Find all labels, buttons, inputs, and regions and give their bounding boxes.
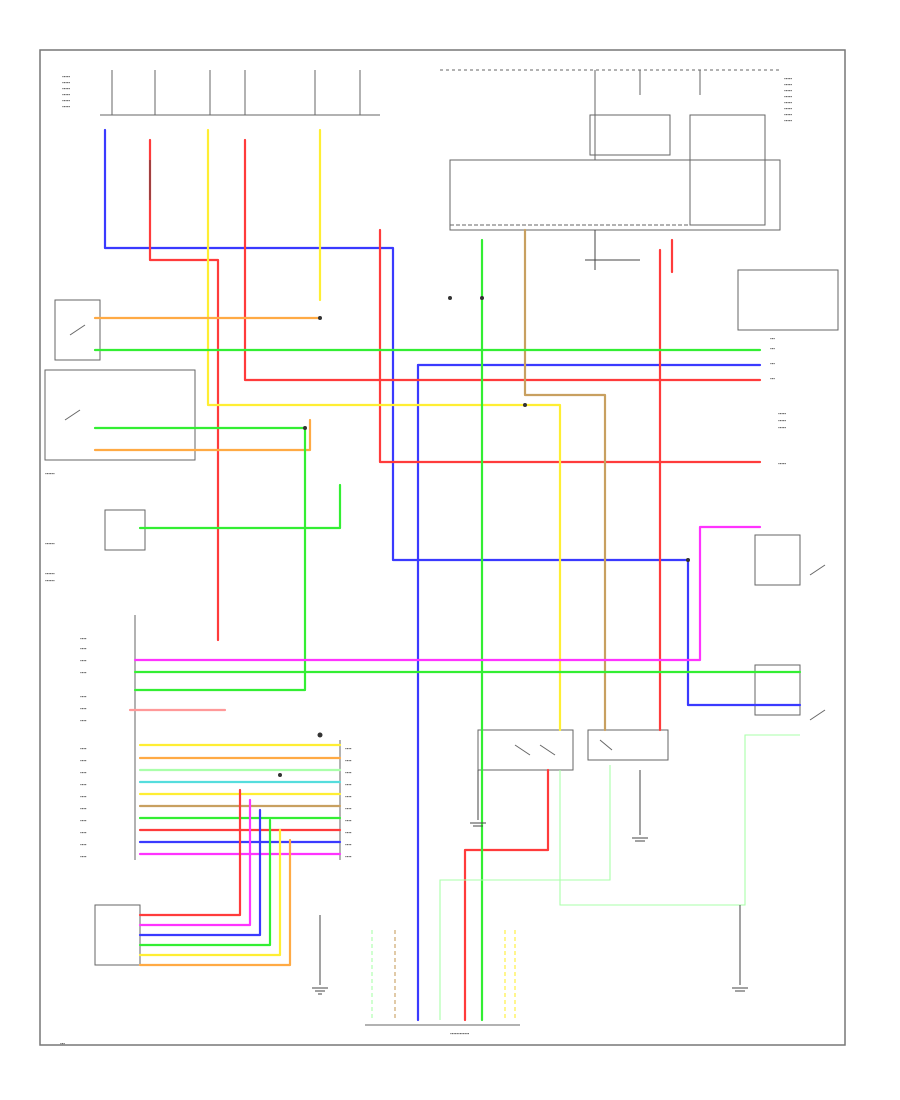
wire-tan-1 — [523, 228, 607, 732]
svg-text:▪▪▪▪▪▪: ▪▪▪▪▪▪ — [45, 471, 55, 476]
svg-text:▪▪▪▪▪: ▪▪▪▪▪ — [778, 411, 786, 416]
svg-text:▪▪▪▪▪: ▪▪▪▪▪ — [62, 74, 70, 79]
svg-text:▪▪▪▪▪: ▪▪▪▪▪ — [784, 100, 792, 105]
svg-text:▪▪▪▪: ▪▪▪▪ — [345, 806, 352, 811]
svg-text:▪▪▪▪▪: ▪▪▪▪▪ — [62, 86, 70, 91]
svg-text:▪▪▪▪: ▪▪▪▪ — [80, 636, 87, 641]
svg-text:▪▪▪▪▪▪: ▪▪▪▪▪▪ — [45, 541, 55, 546]
bottom-connector — [365, 930, 520, 1026]
svg-text:▪▪▪▪: ▪▪▪▪ — [80, 746, 87, 751]
ground-wires — [149, 160, 741, 985]
svg-text:▪▪▪▪: ▪▪▪▪ — [345, 782, 352, 787]
svg-text:▪▪▪▪: ▪▪▪▪ — [80, 830, 87, 835]
wire-lightgreen-2 — [559, 734, 800, 906]
svg-text:▪▪▪▪▪: ▪▪▪▪▪ — [784, 82, 792, 87]
svg-text:▪▪▪▪▪: ▪▪▪▪▪ — [784, 88, 792, 93]
diagram-frame — [39, 49, 846, 1046]
wire-green-2 — [93, 426, 307, 692]
svg-text:▪▪▪▪: ▪▪▪▪ — [80, 770, 87, 775]
wire-red-3 — [378, 228, 762, 464]
svg-text:▪▪▪▪▪: ▪▪▪▪▪ — [784, 118, 792, 123]
svg-text:▪▪▪▪▪▪: ▪▪▪▪▪▪ — [45, 578, 55, 583]
lower-left-bundle — [138, 788, 292, 967]
svg-text:▪▪▪▪: ▪▪▪▪ — [345, 746, 352, 751]
svg-text:▪▪▪▪: ▪▪▪▪ — [345, 770, 352, 775]
switch-group-left: ▪▪▪▪▪▪ ▪▪▪▪▪▪ ▪▪▪▪▪▪ ▪▪▪▪▪▪ — [44, 299, 196, 583]
svg-text:▪▪▪▪▪▪: ▪▪▪▪▪▪ — [45, 571, 55, 576]
svg-text:▪▪▪▪: ▪▪▪▪ — [80, 842, 87, 847]
svg-text:▪▪▪▪▪: ▪▪▪▪▪ — [778, 461, 786, 466]
svg-text:▪▪▪▪: ▪▪▪▪ — [80, 646, 87, 651]
svg-text:▪▪▪▪▪: ▪▪▪▪▪ — [784, 94, 792, 99]
control-module — [94, 615, 341, 966]
relay-boxes — [477, 729, 669, 771]
wire-orange-2 — [93, 418, 312, 452]
wire-blue-1 — [103, 128, 802, 707]
svg-text:▪▪▪▪: ▪▪▪▪ — [80, 818, 87, 823]
pin-labels: ▪▪▪▪ ▪▪▪▪ ▪▪▪▪ ▪▪▪▪ ▪▪▪▪ ▪▪▪▪ ▪▪▪▪ ▪▪▪▪ … — [60, 336, 786, 1046]
svg-text:▪▪▪: ▪▪▪ — [770, 336, 775, 341]
svg-text:▪▪▪▪: ▪▪▪▪ — [80, 782, 87, 787]
svg-text:▪▪▪▪: ▪▪▪▪ — [345, 854, 352, 859]
wire-yellow-1 — [206, 128, 562, 732]
fuse-block-right: ▪▪▪▪▪ ▪▪▪▪▪ ▪▪▪▪▪ ▪▪▪▪▪ ▪▪▪▪▪ ▪▪▪▪▪ ▪▪▪▪… — [440, 69, 792, 231]
svg-text:▪▪▪▪: ▪▪▪▪ — [80, 706, 87, 711]
svg-text:▪▪▪▪▪: ▪▪▪▪▪ — [62, 80, 70, 85]
right-side-components — [737, 269, 839, 721]
wire-lightgreen-1 — [439, 765, 611, 1020]
svg-text:▪▪▪▪: ▪▪▪▪ — [80, 806, 87, 811]
svg-text:▪▪▪▪: ▪▪▪▪ — [80, 670, 87, 675]
svg-text:▪▪▪▪: ▪▪▪▪ — [345, 842, 352, 847]
ground-symbol — [312, 822, 748, 995]
wire-red-5 — [463, 768, 550, 1022]
wire-magenta-1 — [133, 525, 762, 662]
wire-red-2 — [243, 138, 762, 382]
svg-text:▪▪▪▪: ▪▪▪▪ — [80, 658, 87, 663]
svg-text:▪▪▪▪▪: ▪▪▪▪▪ — [778, 418, 786, 423]
fuse-block-left: ▪▪▪▪▪ ▪▪▪▪▪ ▪▪▪▪▪ ▪▪▪▪▪ ▪▪▪▪▪ ▪▪▪▪▪ — [62, 70, 380, 116]
svg-text:▪▪▪▪: ▪▪▪▪ — [80, 758, 87, 763]
svg-text:▪▪▪: ▪▪▪ — [770, 346, 775, 351]
svg-text:▪▪▪▪▪: ▪▪▪▪▪ — [62, 92, 70, 97]
svg-text:▪▪▪▪: ▪▪▪▪ — [80, 854, 87, 859]
svg-text:▪▪▪: ▪▪▪ — [770, 361, 775, 366]
splice-points — [278, 296, 690, 777]
svg-text:▪▪▪: ▪▪▪ — [770, 376, 775, 381]
svg-text:▪▪▪▪▪: ▪▪▪▪▪ — [62, 98, 70, 103]
svg-text:▪▪▪▪: ▪▪▪▪ — [345, 818, 352, 823]
svg-text:▪▪▪▪: ▪▪▪▪ — [345, 794, 352, 799]
svg-text:▪▪▪: ▪▪▪ — [60, 1041, 65, 1046]
svg-text:▪▪▪▪▪: ▪▪▪▪▪ — [778, 425, 786, 430]
svg-text:▪▪▪▪: ▪▪▪▪ — [345, 758, 352, 763]
svg-text:▪▪▪▪▪: ▪▪▪▪▪ — [784, 112, 792, 117]
svg-text:▪▪▪▪: ▪▪▪▪ — [80, 718, 87, 723]
svg-text:▪▪▪▪: ▪▪▪▪ — [80, 694, 87, 699]
svg-text:▪▪▪▪▪: ▪▪▪▪▪ — [784, 106, 792, 111]
svg-text:▪▪▪▪▪: ▪▪▪▪▪ — [784, 76, 792, 81]
svg-text:▪▪▪▪▪▪▪▪▪▪▪▪: ▪▪▪▪▪▪▪▪▪▪▪▪ — [450, 1031, 470, 1036]
wire-green-3 — [138, 483, 342, 530]
svg-text:▪▪▪▪: ▪▪▪▪ — [345, 830, 352, 835]
svg-text:▪▪▪▪: ▪▪▪▪ — [80, 794, 87, 799]
svg-text:▪▪▪▪▪: ▪▪▪▪▪ — [62, 104, 70, 109]
